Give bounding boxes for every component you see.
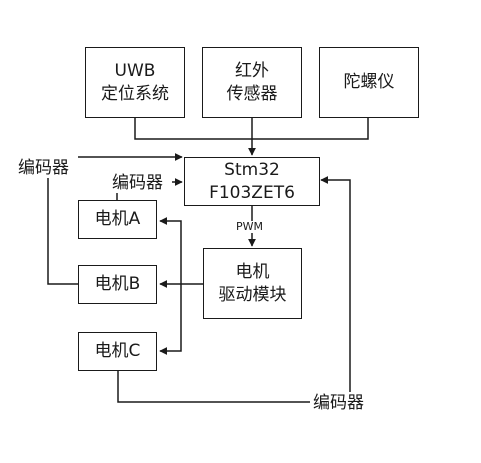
motor-c-block: 电机C <box>78 332 157 371</box>
driver-block-line2: 驱动模块 <box>218 284 287 305</box>
motor-driver-block: 电机 驱动模块 <box>203 248 302 319</box>
mcu-block-line2: F103ZET6 <box>209 182 295 203</box>
motor-a-label: 电机A <box>94 209 141 229</box>
ir-block-line2: 传感器 <box>226 83 278 104</box>
encoder-label-left: 编码器 <box>18 158 69 178</box>
encoder-label-bottom: 编码器 <box>313 393 364 413</box>
encoder-label-mid: 编码器 <box>112 173 163 193</box>
motor-b-label: 电机B <box>94 274 141 294</box>
uwb-positioning-block: UWB 定位系统 <box>85 47 185 118</box>
infrared-sensor-block: 红外 传感器 <box>202 47 302 118</box>
uwb-block-line1: UWB <box>114 60 156 81</box>
gyroscope-block: 陀螺仪 <box>319 47 419 118</box>
pwm-label: PWM <box>236 220 264 233</box>
driver-to-motor-c-arrow <box>159 284 182 355</box>
motor-b-feedback-wire <box>47 176 78 285</box>
driver-block-line1: 电机 <box>235 261 270 282</box>
motor-c-label: 电机C <box>94 341 141 361</box>
mcu-block: Stm32 F103ZET6 <box>184 157 320 206</box>
mcu-block-line1: Stm32 <box>224 159 280 180</box>
ir-block-line1: 红外 <box>235 60 269 81</box>
uwb-block-line2: 定位系统 <box>101 83 169 104</box>
motor-b-block: 电机B <box>78 265 157 304</box>
encoder-bottom-to-mcu-arrow <box>320 176 351 392</box>
motor-a-block: 电机A <box>78 200 157 239</box>
motor-c-feedback-wire <box>117 370 310 403</box>
gyro-block-line1: 陀螺仪 <box>343 72 395 92</box>
driver-to-motor-a-arrow <box>159 217 182 284</box>
